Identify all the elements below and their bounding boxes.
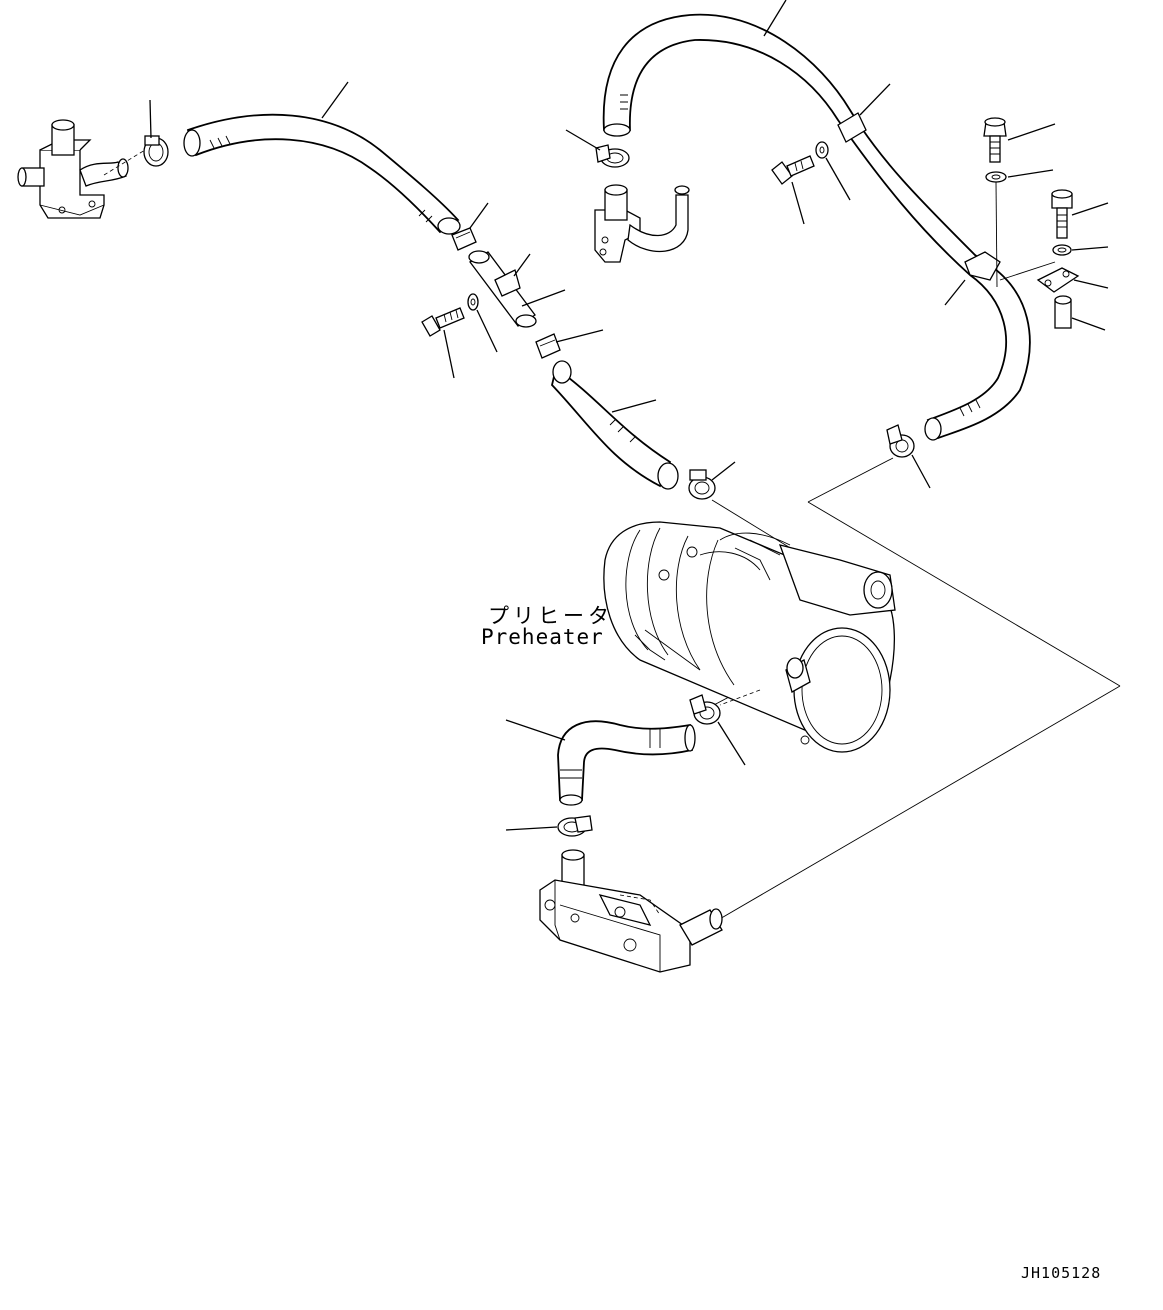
hose-clamp-6 — [886, 424, 931, 489]
tee-joint — [468, 250, 566, 328]
hose-upper-left — [183, 81, 461, 235]
hose-middle — [551, 360, 679, 490]
bolt-right-top — [983, 117, 1056, 163]
bolt-left — [421, 307, 465, 379]
hose-clamp-4 — [688, 461, 736, 500]
hose-upper-right — [602, 0, 1031, 441]
drawing-code: JH105128 — [1021, 1264, 1102, 1282]
hose-lower-elbow — [505, 719, 696, 806]
bracket-plate — [999, 261, 1109, 293]
spacer-collar — [1054, 295, 1106, 331]
washer-right-top — [985, 169, 1054, 288]
preheater-callout-en: Preheater — [481, 625, 604, 649]
valve-lower — [539, 849, 723, 973]
preheater-callout-jp: プリヒータ — [488, 604, 613, 628]
washer-left — [467, 293, 498, 353]
valve-top-left — [17, 119, 146, 219]
hose-clamp-2 — [451, 202, 489, 251]
hose-clamp-8 — [505, 815, 593, 837]
valve-top-middle — [594, 184, 690, 263]
washer-middle — [815, 141, 851, 201]
bolt-right-mid — [1051, 189, 1109, 239]
bolt-middle — [771, 155, 815, 225]
hose-clamp-7 — [689, 694, 746, 766]
preheater-unit — [603, 521, 896, 753]
hose-clamp-1 — [143, 99, 169, 167]
washer-right-mid — [1052, 244, 1109, 256]
hose-clamp-3 — [535, 329, 604, 359]
hose-clamp-5 — [565, 129, 630, 168]
